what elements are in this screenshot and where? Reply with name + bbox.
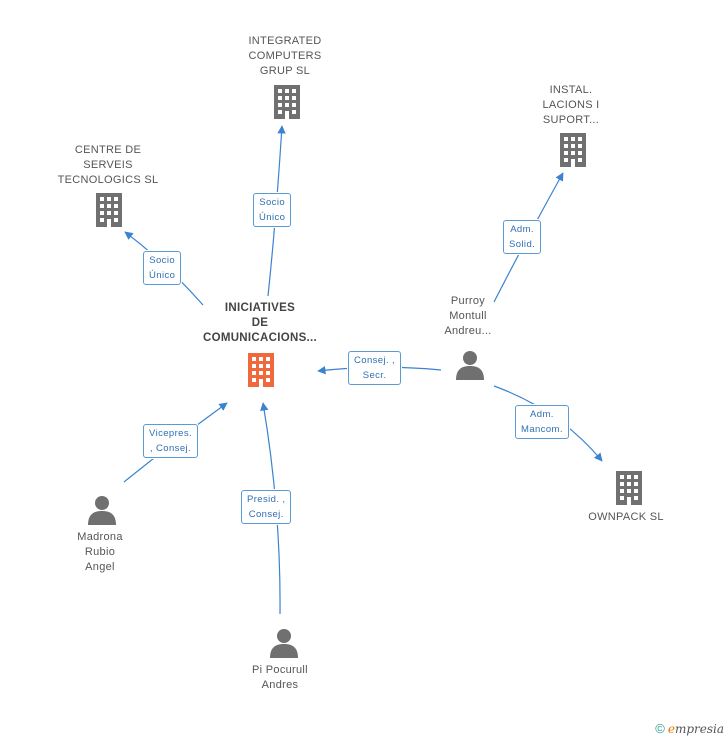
- instal-building-icon[interactable]: [560, 133, 586, 167]
- integrated-building-icon[interactable]: [274, 85, 300, 119]
- main-company-building-icon[interactable]: [248, 353, 274, 387]
- edge-label-pi-main: Presid. , Consej.: [241, 490, 292, 524]
- centre-building-icon[interactable]: [96, 193, 122, 227]
- integrated-label[interactable]: INTEGRATED COMPUTERS GRUP SL: [248, 35, 322, 77]
- pi-person-icon[interactable]: [270, 629, 298, 658]
- centre-label[interactable]: CENTRE DE SERVEIS TECNOLOGICS SL: [57, 144, 159, 186]
- purroy-label[interactable]: Purroy Montull Andreu...: [444, 295, 492, 337]
- edge-label-purroy-ownpack: Adm. Mancom.: [515, 405, 569, 439]
- madrona-person-icon[interactable]: [88, 496, 116, 525]
- edge-label-main-centre: Socio Único: [143, 251, 182, 285]
- brand-logo: empresia: [667, 721, 724, 736]
- footer-brand[interactable]: © empresia: [655, 721, 724, 736]
- ownpack-building-icon[interactable]: [616, 471, 642, 505]
- edge-label-purroy-main: Consej. , Secr.: [348, 351, 402, 385]
- main-company-label[interactable]: INICIATIVES DE COMUNICACIONS...: [202, 302, 318, 344]
- edge-label-main-integrated: Socio Único: [253, 193, 292, 227]
- edge-label-purroy-instal: Adm. Solid.: [503, 220, 542, 254]
- edge-label-madrona-main: Vicepres. , Consej.: [143, 424, 199, 458]
- purroy-person-icon[interactable]: [456, 351, 484, 380]
- copyright-icon: ©: [655, 721, 665, 736]
- madrona-label[interactable]: Madrona Rubio Angel: [77, 531, 123, 573]
- instal-label[interactable]: INSTAL. LACIONS I SUPORT...: [542, 84, 600, 126]
- pi-label[interactable]: Pi Pocurull Andres: [252, 664, 308, 691]
- ownpack-label[interactable]: OWNPACK SL: [588, 511, 664, 523]
